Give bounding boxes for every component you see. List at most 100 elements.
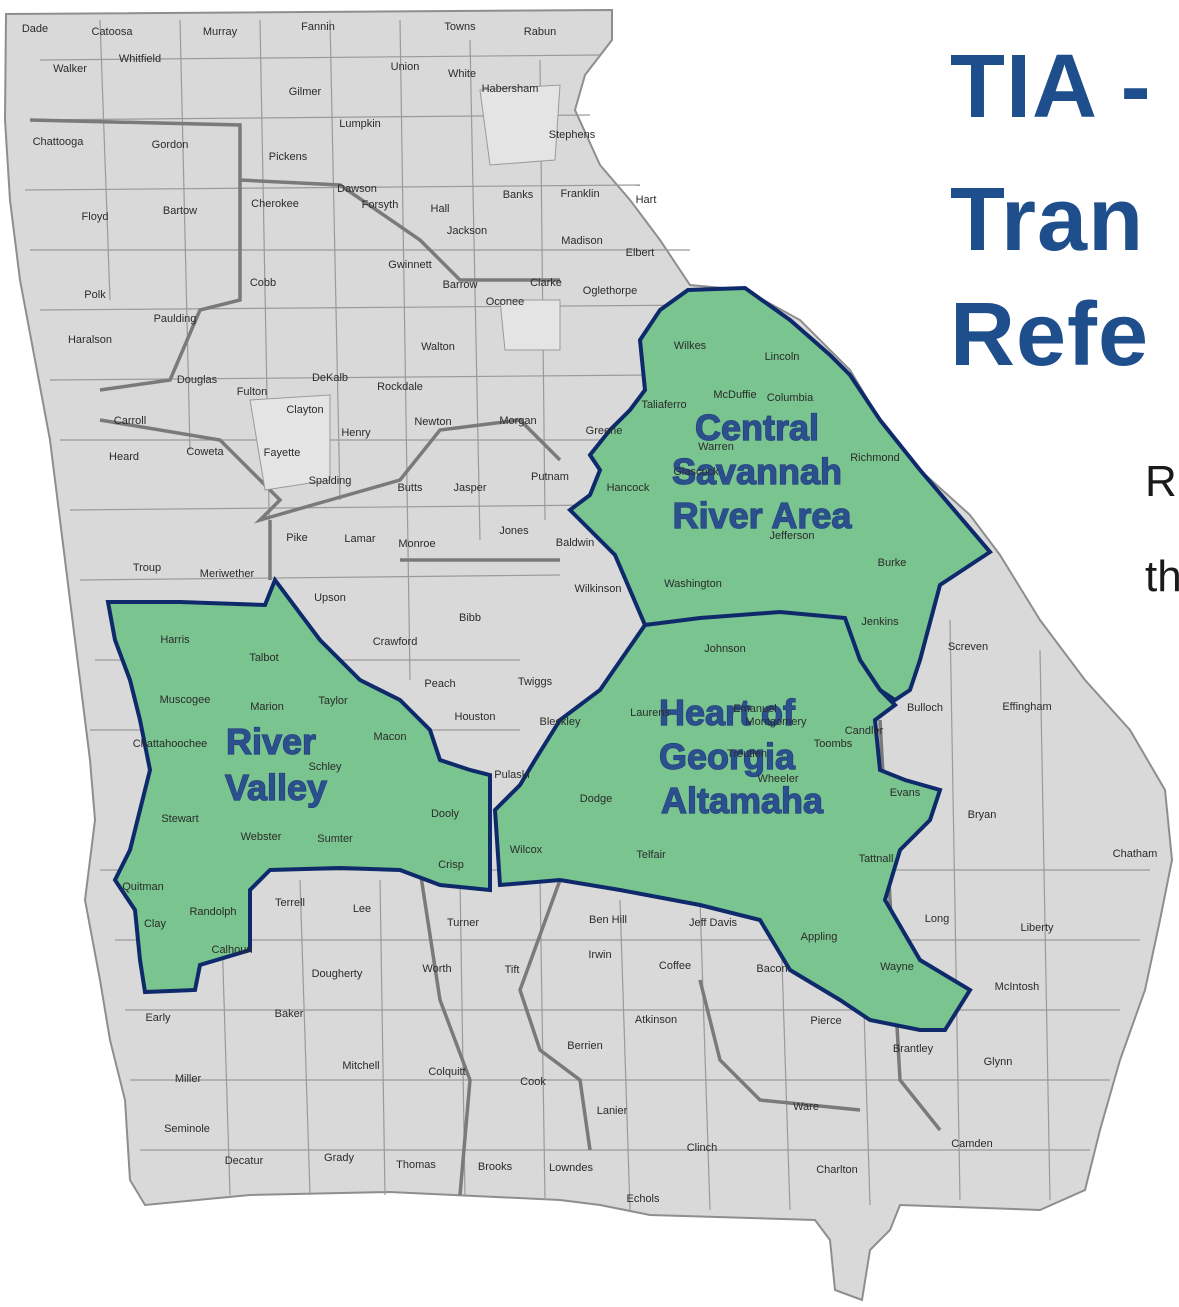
county-label: Dooly [431, 808, 460, 820]
county-label: Glynn [984, 1056, 1013, 1068]
county-label: Stewart [161, 813, 198, 825]
county-label: Bartow [163, 205, 197, 217]
county-label: Spalding [309, 475, 352, 487]
county-label: Gilmer [289, 86, 322, 98]
county-label: Chattooga [33, 136, 85, 148]
county-label: Dade [22, 23, 48, 35]
county-label: Oglethorpe [583, 285, 637, 297]
county-label: Worth [422, 963, 451, 975]
county-label: Echols [626, 1193, 660, 1205]
county-label: Colquitt [428, 1066, 465, 1078]
county-label: Wilkes [674, 340, 707, 352]
county-label: Talbot [249, 652, 278, 664]
county-label: Brantley [893, 1043, 934, 1055]
county-label: Union [391, 61, 420, 73]
county-label: Haralson [68, 334, 112, 346]
county-label: Bleckley [540, 716, 581, 728]
county-label: Taliaferro [641, 399, 686, 411]
county-label: Seminole [164, 1123, 210, 1135]
county-label: Jefferson [769, 530, 814, 542]
river-valley-label: River Valley [225, 721, 327, 808]
subtitle-line-2: th [1145, 552, 1179, 601]
county-label: Mitchell [342, 1060, 379, 1072]
county-label: Rabun [524, 26, 556, 38]
county-label: Heard [109, 451, 139, 463]
county-label: Jones [499, 525, 529, 537]
county-label: Treutlen [727, 748, 767, 760]
county-label: Bacon [756, 963, 787, 975]
county-label: Forsyth [362, 199, 399, 211]
county-label: Screven [948, 641, 988, 653]
county-label: Twiggs [518, 676, 553, 688]
county-label: Carroll [114, 415, 146, 427]
county-label: Greene [586, 425, 623, 437]
region-river-valley[interactable] [105, 575, 492, 995]
county-label: Evans [890, 787, 921, 799]
county-label: Cook [520, 1076, 546, 1088]
region-heart-of-georgia[interactable] [492, 609, 973, 1032]
county-label: Harris [160, 634, 190, 646]
county-label: Early [145, 1012, 171, 1024]
county-label: Bibb [459, 612, 481, 624]
county-label: Sumter [317, 833, 353, 845]
county-label: Quitman [122, 881, 164, 893]
county-label: Laurens [630, 707, 670, 719]
county-label: Pickens [269, 151, 308, 163]
county-label: Dodge [580, 793, 612, 805]
county-label: Randolph [189, 906, 236, 918]
county-label: Miller [175, 1073, 202, 1085]
county-label: Cobb [250, 277, 276, 289]
county-label: Madison [561, 235, 603, 247]
heart-of-georgia-label: Heart of Georgia Altamaha [659, 692, 824, 821]
county-label: Upson [314, 592, 346, 604]
county-label: Henry [341, 427, 371, 439]
county-label: Lumpkin [339, 118, 381, 130]
county-label: Bryan [968, 809, 997, 821]
county-label: Hart [636, 194, 657, 206]
county-label: Lamar [344, 533, 376, 545]
county-label: Murray [203, 26, 238, 38]
county-label: Tift [505, 964, 520, 976]
county-label: Troup [133, 562, 161, 574]
county-label: Hancock [607, 482, 650, 494]
county-label: Hall [431, 203, 450, 215]
heart-of-georgia-region-shape[interactable] [492, 609, 973, 1032]
county-label: Thomas [396, 1159, 436, 1171]
county-label: Clinch [687, 1142, 718, 1154]
county-label: Pierce [810, 1015, 841, 1027]
county-label: Fannin [301, 21, 335, 33]
county-label: Barrow [443, 279, 478, 291]
county-label: Decatur [225, 1155, 264, 1167]
county-label: Long [925, 913, 949, 925]
county-label: Richmond [850, 452, 900, 464]
county-label: Candler [845, 725, 884, 737]
county-label: Franklin [560, 188, 599, 200]
county-label: Lincoln [765, 351, 800, 363]
county-label: Douglas [177, 374, 218, 386]
county-label: Dawson [337, 183, 377, 195]
county-label: Ben Hill [589, 914, 627, 926]
county-label: Muscogee [160, 694, 211, 706]
metro-counties [249, 84, 561, 491]
river-valley-region-shape[interactable] [105, 575, 492, 995]
county-label: Brooks [478, 1161, 513, 1173]
county-label: Habersham [482, 83, 539, 95]
county-label: Lee [353, 903, 371, 915]
county-label: Burke [878, 557, 907, 569]
county-label: Columbia [767, 392, 814, 404]
county-label: McIntosh [995, 981, 1040, 993]
county-label: Atkinson [635, 1014, 677, 1026]
county-label: Catoosa [92, 26, 134, 38]
county-label: Crawford [373, 636, 418, 648]
county-label: Chatham [1113, 848, 1158, 860]
title-line-2: Tran [950, 170, 1145, 270]
county-label: Fayette [264, 447, 301, 459]
title-line-3: Refe [950, 285, 1150, 385]
county-label: Pike [286, 532, 307, 544]
county-label: Banks [503, 189, 534, 201]
county-label: Effingham [1002, 701, 1051, 713]
county-label: Baker [275, 1008, 304, 1020]
county-label: Putnam [531, 471, 569, 483]
county-label: Morgan [499, 415, 536, 427]
